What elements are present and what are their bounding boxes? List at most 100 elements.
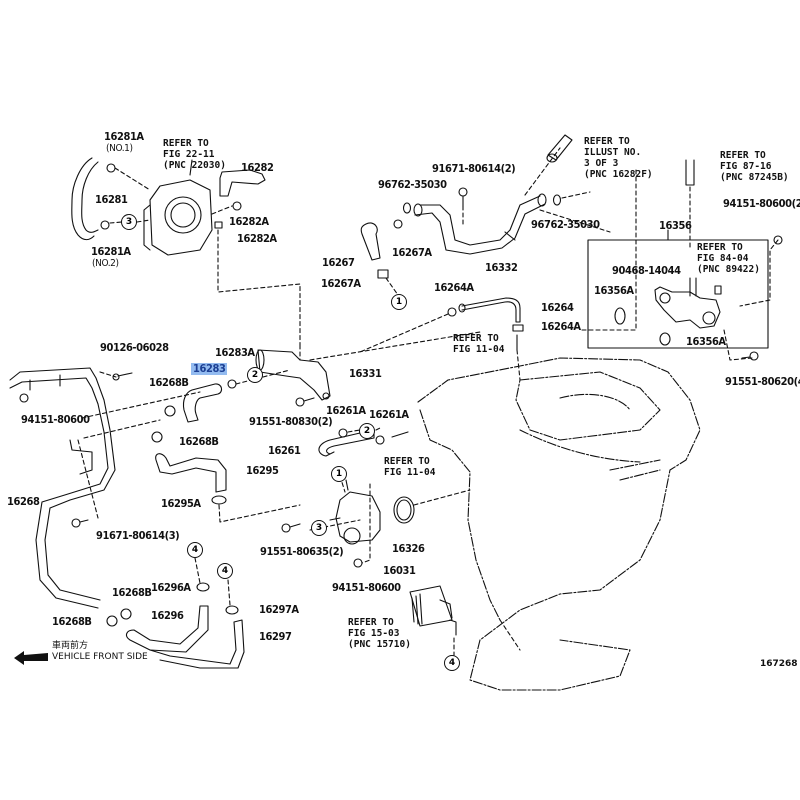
label-16264[interactable]: 16264 — [541, 301, 574, 314]
hose-16295[interactable] — [155, 453, 227, 493]
label-16283A[interactable]: 16283A — [215, 346, 255, 359]
label-16326[interactable]: 16326 — [392, 542, 425, 555]
label-16261[interactable]: 16261 — [268, 444, 301, 457]
label-16268B-c[interactable]: 16268B — [112, 586, 152, 599]
nut-94151-80600[interactable] — [353, 558, 363, 568]
callout-circle-4: 4 — [187, 542, 203, 558]
hose-16261[interactable] — [318, 431, 375, 457]
label-16268B-a[interactable]: 16268B — [149, 376, 189, 389]
ref-line: REFER TO — [697, 242, 743, 253]
bolt-90126[interactable] — [112, 372, 133, 381]
gaskets-16356A[interactable] — [614, 307, 671, 346]
orings-96762[interactable] — [377, 194, 562, 279]
ref-fig-84-04[interactable]: REFER TO FIG 84-04 (PNC 89422) — [697, 242, 760, 275]
label-16332[interactable]: 16332 — [485, 261, 518, 274]
label-16282A-a[interactable]: 16282A — [229, 215, 269, 228]
water-outlet-16356[interactable] — [654, 277, 722, 329]
ref-fig-87-16[interactable]: REFER TO FIG 87-16 (PNC 87245B) — [720, 150, 789, 183]
clamps-top-left[interactable] — [100, 163, 242, 230]
label-16356[interactable]: 16356 — [659, 219, 692, 232]
bolt-91671-top[interactable] — [458, 187, 468, 207]
hose-16264[interactable] — [458, 297, 521, 323]
label-94151-80600-a[interactable]: 94151-80600 — [21, 413, 90, 426]
label-91551-80620-4[interactable]: 91551-80620(4) — [725, 375, 800, 388]
oil-cooler-15710[interactable] — [409, 585, 457, 636]
bolt-91551-80635[interactable] — [281, 523, 301, 533]
label-16283-highlighted[interactable]: 16283 — [191, 362, 228, 375]
ref-line: REFER TO — [720, 150, 766, 161]
label-16267A-b[interactable]: 16267A — [321, 277, 361, 290]
clamps-16261A[interactable] — [338, 428, 409, 445]
ref-87245B-pipe[interactable] — [685, 159, 695, 186]
pipe-16268[interactable] — [9, 367, 116, 609]
hose-16297[interactable] — [149, 619, 245, 669]
water-inlet-16031[interactable] — [329, 479, 381, 545]
label-16356A-b[interactable]: 16356A — [686, 335, 726, 348]
bolt-91671-left[interactable] — [71, 518, 89, 528]
label-16281A-no2[interactable]: 16281A — [91, 245, 131, 258]
label-96762-35030-a[interactable]: 96762-35030 — [378, 178, 447, 191]
label-16031[interactable]: 16031 — [383, 564, 416, 577]
label-16356A-a[interactable]: 16356A — [594, 284, 634, 297]
callout-circle-1: 1 — [391, 294, 407, 310]
vehicle-front-side-label: 車両前方 VEHICLE FRONT SIDE — [52, 641, 148, 663]
ref-fig-22-11[interactable]: REFER TO FIG 22-11 (PNC 22030) — [163, 138, 226, 171]
front-label-jp: 車両前方 — [52, 641, 89, 651]
label-90468-14044[interactable]: 90468-14044 — [612, 264, 681, 277]
pipe-16332[interactable] — [413, 193, 547, 255]
label-96762-35030-b[interactable]: 96762-35030 — [531, 218, 600, 231]
hose-16296[interactable] — [125, 605, 209, 653]
label-16264A-a[interactable]: 16264A — [434, 281, 474, 294]
label-16261A-b[interactable]: 16261A — [369, 408, 409, 421]
label-91671-80614-2[interactable]: 91671-80614(2) — [432, 162, 516, 175]
hose-16267[interactable] — [360, 222, 381, 261]
label-16281[interactable]: 16281 — [95, 193, 128, 206]
label-16268B-d[interactable]: 16268B — [52, 615, 92, 628]
label-16297A[interactable]: 16297A — [259, 603, 299, 616]
ref-fig-11-04-a[interactable]: REFER TO FIG 11-04 — [453, 333, 504, 355]
label-16282A-b[interactable]: 16282A — [237, 232, 277, 245]
label-16297[interactable]: 16297 — [259, 630, 292, 643]
ref-fig-15-03[interactable]: REFER TO FIG 15-03 (PNC 15710) — [348, 617, 411, 650]
bolt-94151-right[interactable] — [773, 235, 783, 245]
throttle-body[interactable] — [143, 159, 213, 256]
label-91551-80635-2[interactable]: 91551-80635(2) — [260, 545, 344, 558]
label-16282[interactable]: 16282 — [241, 161, 274, 174]
label-16261A-a[interactable]: 16261A — [326, 404, 366, 417]
label-16267[interactable]: 16267 — [322, 256, 355, 269]
label-16296[interactable]: 16296 — [151, 609, 184, 622]
label-91671-80614-3[interactable]: 91671-80614(3) — [96, 529, 180, 542]
label-16264A-b[interactable]: 16264A — [541, 320, 581, 333]
hose-16281[interactable] — [71, 157, 99, 241]
label-94151-80600-2[interactable]: 94151-80600(2) — [723, 197, 800, 210]
label-16268[interactable]: 16268 — [7, 495, 40, 508]
gasket-16326[interactable] — [393, 496, 415, 524]
hose-ref-16282F[interactable] — [546, 134, 573, 163]
hose-16282[interactable] — [219, 169, 266, 197]
ref-illust-3-of-3[interactable]: REFER TO ILLUST NO. 3 OF 3 (PNC 16282F) — [584, 136, 653, 180]
label-90126-06028[interactable]: 90126-06028 — [100, 341, 169, 354]
bolt-94151-left[interactable] — [19, 393, 29, 403]
label-16295A[interactable]: 16295A — [161, 497, 201, 510]
label-94151-80600-b[interactable]: 94151-80600 — [332, 581, 401, 594]
clamp-16295A[interactable] — [211, 495, 227, 505]
clamps-bottom[interactable] — [106, 582, 239, 627]
ref-line: ILLUST NO. — [584, 147, 642, 158]
pipe-16331[interactable] — [255, 349, 331, 401]
hose-16283[interactable] — [182, 383, 223, 423]
label-91551-80830-2[interactable]: 91551-80830(2) — [249, 415, 333, 428]
label-16331[interactable]: 16331 — [349, 367, 382, 380]
label-16296A[interactable]: 16296A — [151, 581, 191, 594]
bolt-91551-80830[interactable] — [295, 397, 315, 407]
label-16281A-no1[interactable]: 16281A — [104, 130, 144, 143]
ref-line: (PNC 87245B) — [720, 172, 789, 183]
label-16268B-b[interactable]: 16268B — [179, 435, 219, 448]
clamps-16264A[interactable] — [447, 307, 524, 351]
label-16267A-a[interactable]: 16267A — [392, 246, 432, 259]
callout-circle-4: 4 — [217, 563, 233, 579]
bolt-91551-80620[interactable] — [741, 351, 759, 361]
ref-fig-11-04-b[interactable]: REFER TO FIG 11-04 — [384, 456, 435, 478]
label-16281A-no1-note: (NO.1) — [106, 143, 133, 154]
label-16295[interactable]: 16295 — [246, 464, 279, 477]
callout-circle-1: 1 — [331, 466, 347, 482]
